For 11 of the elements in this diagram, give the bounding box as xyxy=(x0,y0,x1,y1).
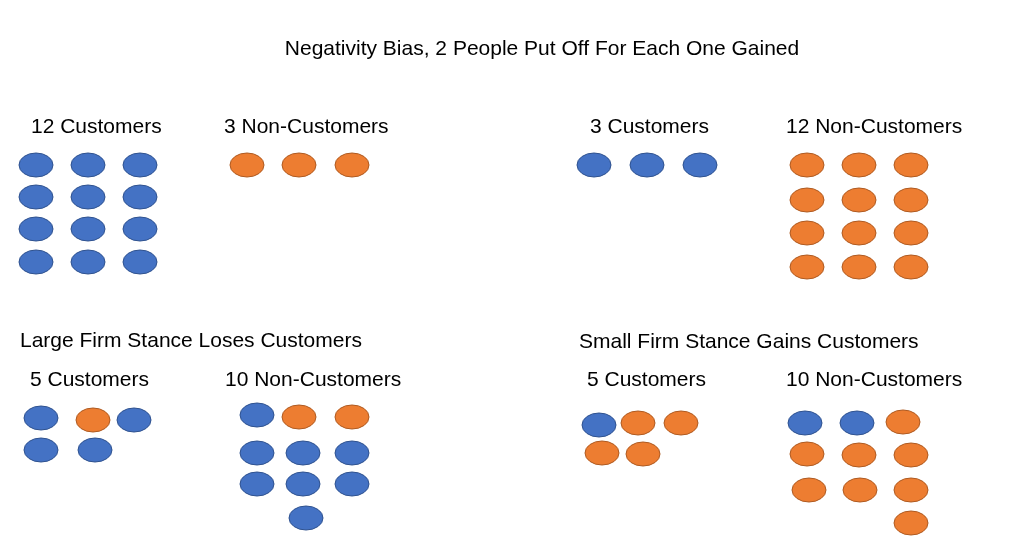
count-label: 5 Customers xyxy=(587,366,707,392)
section-heading: Small Firm Stance Gains Customers xyxy=(579,328,919,354)
count-label: 3 Non-Customers xyxy=(224,113,389,139)
diagram-title: Negativity Bias, 2 People Put Off For Each One Gained xyxy=(284,35,800,61)
count-label: 12 Non-Customers xyxy=(786,113,963,139)
count-label: 10 Non-Customers xyxy=(225,366,402,392)
section-heading: Large Firm Stance Loses Customers xyxy=(20,327,362,353)
count-label: 12 Customers xyxy=(31,113,162,139)
count-label: 3 Customers xyxy=(590,113,710,139)
count-label: 10 Non-Customers xyxy=(786,366,963,392)
count-label: 5 Customers xyxy=(30,366,150,392)
